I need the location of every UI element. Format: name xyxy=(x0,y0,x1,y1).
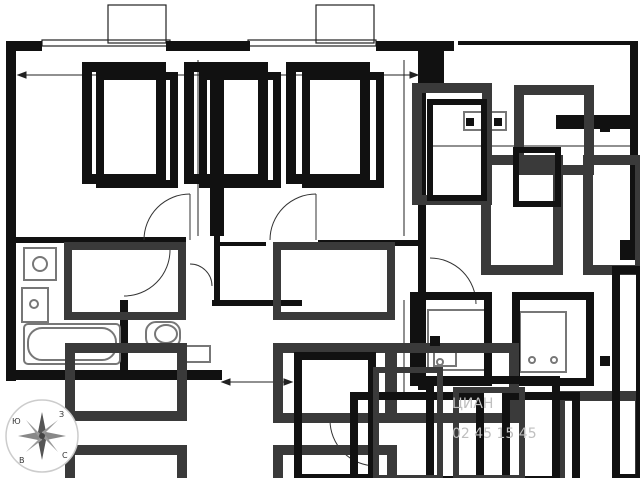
sink xyxy=(21,287,49,323)
wardrobe-2 xyxy=(184,62,268,184)
block-19 xyxy=(612,266,640,478)
block-8 xyxy=(512,292,594,386)
block-16 xyxy=(350,392,484,478)
wardrobe-1 xyxy=(82,62,166,184)
block-10 xyxy=(65,445,187,478)
small-marks xyxy=(430,118,610,366)
wardrobe-2-inner xyxy=(199,72,281,188)
block-2-inner xyxy=(513,147,561,207)
windows xyxy=(41,4,377,47)
block-6 xyxy=(273,242,395,320)
watermark-phone: 02 45 15 45 xyxy=(452,426,537,442)
stove xyxy=(519,311,567,373)
door-swings xyxy=(123,193,477,467)
block-18 xyxy=(502,392,580,478)
block-17 xyxy=(426,376,560,478)
block-5 xyxy=(64,242,186,320)
washing-machine xyxy=(23,247,57,281)
compass-south-label: В xyxy=(19,456,25,465)
block-3 xyxy=(481,155,563,275)
compass-east-label: С xyxy=(62,451,68,460)
watermark: ЦИАН 02 45 15 45 xyxy=(452,396,537,442)
compass-north-label: З xyxy=(59,410,64,419)
wardrobe-3-inner xyxy=(302,72,384,188)
compass-rose-icon: З С В Ю xyxy=(5,399,79,473)
block-20 xyxy=(373,367,443,478)
block-9 xyxy=(65,343,187,421)
wardrobe-1-inner xyxy=(96,72,178,188)
block-1-inner xyxy=(427,99,487,201)
block-12 xyxy=(273,445,397,478)
block-21 xyxy=(453,387,525,478)
small-sink xyxy=(185,345,211,363)
block-15 xyxy=(294,352,376,478)
furniture-outlines xyxy=(64,62,640,478)
wardrobe-3 xyxy=(286,62,370,184)
compass-west-label: Ю xyxy=(12,417,21,426)
watermark-brand: ЦИАН xyxy=(452,396,493,412)
